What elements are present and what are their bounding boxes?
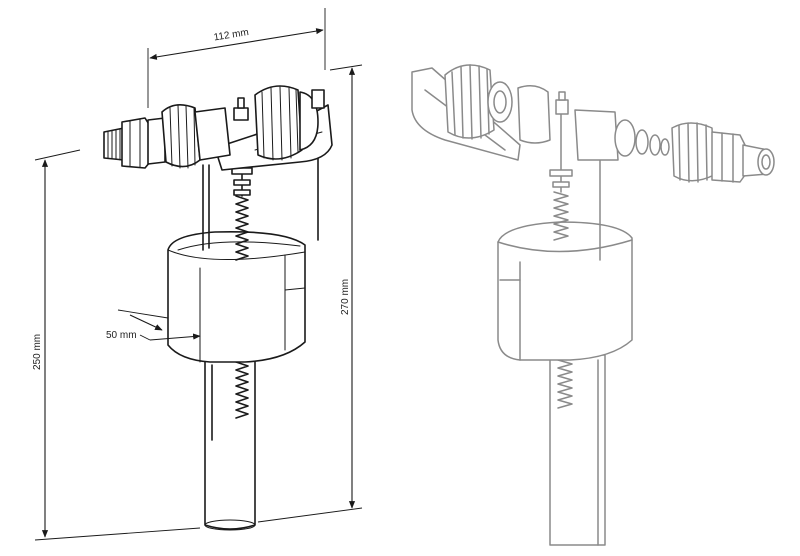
dimension-annotations: 112 mm 270 mm 250 mm 50 mm xyxy=(32,8,363,541)
dim-total-height-label: 270 mm xyxy=(340,279,351,315)
inlet-nipple xyxy=(103,127,125,161)
upper-spring xyxy=(235,195,249,261)
exploded-valve xyxy=(411,64,775,546)
lower-spring xyxy=(235,361,249,419)
assembled-valve xyxy=(103,85,333,531)
hex-nut xyxy=(121,117,151,169)
float-box xyxy=(167,230,306,363)
dim-width-label: 112 mm xyxy=(213,27,250,43)
dim-body-height-label: 250 mm xyxy=(32,334,43,370)
valve-housing xyxy=(194,107,231,161)
dim-depth-label: 50 mm xyxy=(106,330,137,341)
